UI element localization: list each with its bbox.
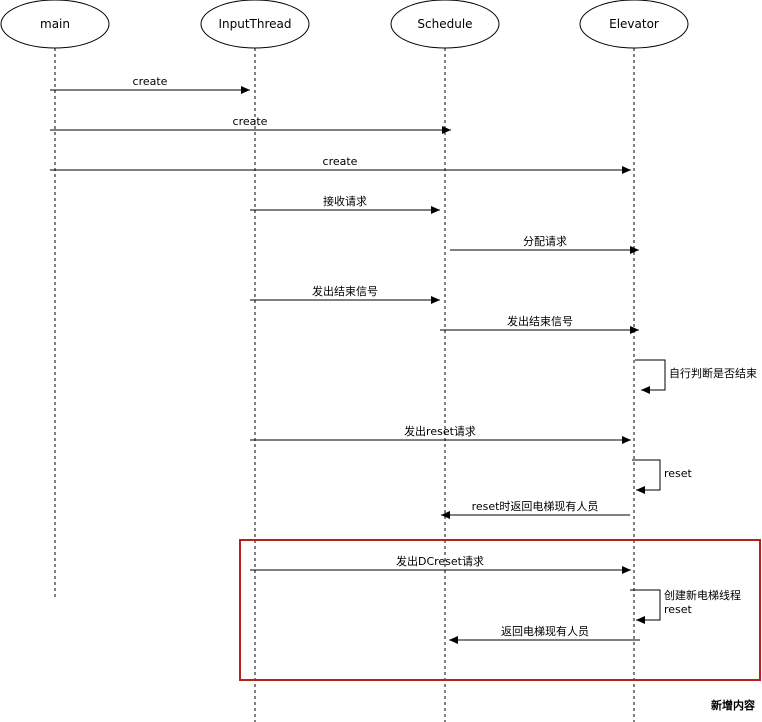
- lifeline-head-main[interactable]: [0, 0, 110, 49]
- message-end-signal-schedule[interactable]: 发出结束信号: [250, 284, 440, 304]
- lifeline-label-schedule: Schedule: [417, 17, 472, 31]
- highlight-box: [239, 539, 761, 681]
- self-message-new-elevator[interactable]: 创建新电梯线程 reset: [630, 588, 741, 624]
- message-label: create: [233, 115, 268, 128]
- message-end-signal-elevator[interactable]: 发出结束信号: [440, 314, 639, 334]
- message-assign-request[interactable]: 分配请求: [450, 235, 639, 254]
- lifeline-schedule: Schedule: [390, 0, 500, 722]
- message-label: 发出结束信号: [507, 314, 573, 328]
- message-reset-request[interactable]: 发出reset请求: [250, 424, 631, 444]
- message-label: create: [133, 75, 168, 88]
- lifeline-label-main: main: [40, 17, 70, 31]
- self-message-check-end[interactable]: 自行判断是否结束: [635, 359, 757, 394]
- lifeline-elevator: Elevator: [579, 0, 689, 722]
- lifeline-head-input-thread[interactable]: [200, 0, 310, 49]
- message-return-passengers[interactable]: 返回电梯现有人员: [449, 624, 640, 644]
- lifeline-main: main: [0, 0, 110, 600]
- message-label: 分配请求: [523, 235, 567, 248]
- message-create-input[interactable]: create: [50, 75, 250, 94]
- message-label: 发出DCreset请求: [396, 554, 484, 568]
- self-message-label: 创建新电梯线程: [664, 588, 741, 602]
- self-message-label: reset: [664, 467, 693, 480]
- message-label: 接收请求: [323, 194, 367, 208]
- self-message-reset[interactable]: reset: [632, 459, 693, 494]
- message-receive-request[interactable]: 接收请求: [250, 194, 440, 214]
- message-dcreset-request[interactable]: 发出DCreset请求: [250, 554, 631, 574]
- lifeline-head-elevator[interactable]: [579, 0, 689, 49]
- self-message-label: 自行判断是否结束: [669, 366, 757, 380]
- lifeline-head-schedule[interactable]: [390, 0, 500, 49]
- lifeline-label-elevator: Elevator: [609, 17, 659, 31]
- message-return-passengers-reset[interactable]: reset时返回电梯现有人员: [441, 499, 630, 519]
- message-create-schedule[interactable]: create: [50, 115, 451, 134]
- new-content-note: 新增内容: [711, 698, 755, 712]
- lifeline-label-input-thread: InputThread: [218, 17, 291, 31]
- self-message-label: reset: [664, 603, 693, 616]
- message-label: create: [323, 155, 358, 168]
- lifeline-input-thread: InputThread: [200, 0, 310, 722]
- message-label: reset时返回电梯现有人员: [472, 499, 599, 513]
- message-label: 返回电梯现有人员: [501, 624, 589, 638]
- message-create-elevator[interactable]: create: [50, 155, 631, 174]
- message-label: 发出结束信号: [312, 284, 378, 298]
- message-label: 发出reset请求: [404, 424, 476, 438]
